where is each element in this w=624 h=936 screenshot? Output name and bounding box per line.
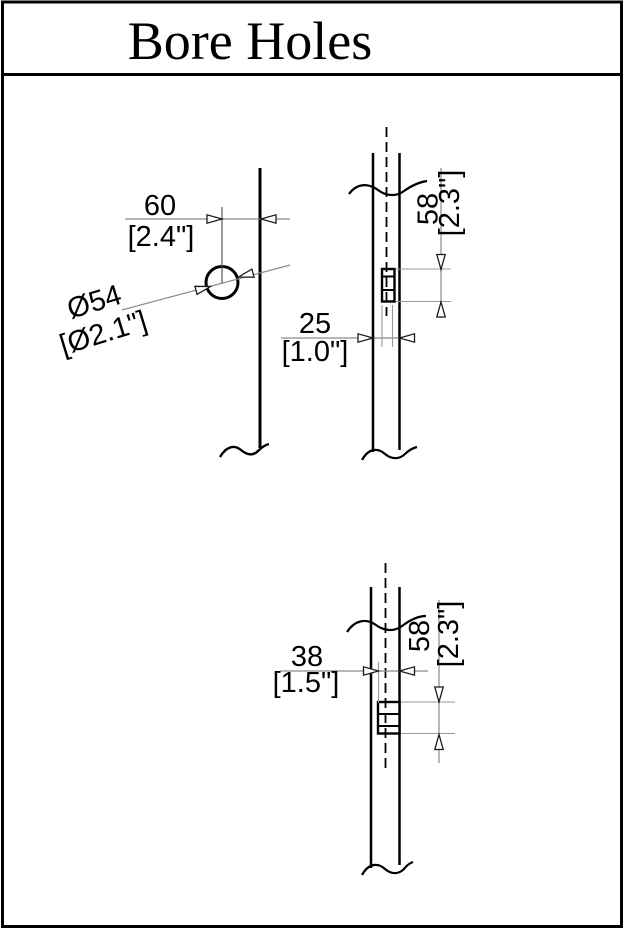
dim-width-mm-label: 38 (291, 641, 323, 673)
dim-depth-mm-label: 58 (413, 193, 445, 225)
dim-width-mm-label: 25 (299, 308, 331, 340)
break-squiggle (361, 860, 414, 876)
arrowhead (258, 213, 277, 225)
page-title: Bore Holes (128, 11, 372, 71)
arrowhead (397, 332, 416, 344)
break-squiggle (361, 445, 418, 461)
arrowhead (433, 732, 445, 751)
bore-hole-section (376, 700, 401, 735)
arrowhead (362, 665, 381, 677)
dim-depth-inch-label: [2.3"] (433, 601, 465, 668)
arrowhead (433, 686, 445, 705)
dim-width-inch-label: [1.5"] (273, 667, 340, 699)
arrowhead (236, 268, 255, 278)
break-squiggle (218, 442, 270, 458)
bore-hole-section-fill (378, 702, 400, 734)
dim-width-inch-label: [1.0"] (282, 336, 349, 368)
break-squiggle (348, 179, 428, 197)
break-squiggle (346, 614, 427, 633)
figure-side-view-bottom: 58 [2.3"] 38 [1.5"] (273, 563, 465, 876)
bore-hole-section (380, 267, 396, 303)
arrowhead (435, 299, 447, 318)
dim-depth-inch-label: [2.3"] (434, 170, 466, 237)
dim-offset-mm-label: 60 (144, 190, 176, 222)
arrowhead (435, 253, 447, 272)
arrowhead (194, 285, 213, 296)
arrowhead (397, 665, 416, 677)
figure-side-view-top: 58 [2.3"] 25 [1.0"] (281, 127, 466, 461)
dim-depth-mm-label: 58 (404, 620, 436, 652)
dim-offset-inch-label: [2.4"] (128, 221, 195, 253)
arrowhead (357, 332, 376, 344)
bore-hole-section-fill (382, 269, 395, 302)
figure-front-view: 60 [2.4"] Ø54 [Ø2.1"] (56, 168, 291, 458)
arrowhead (206, 213, 225, 225)
